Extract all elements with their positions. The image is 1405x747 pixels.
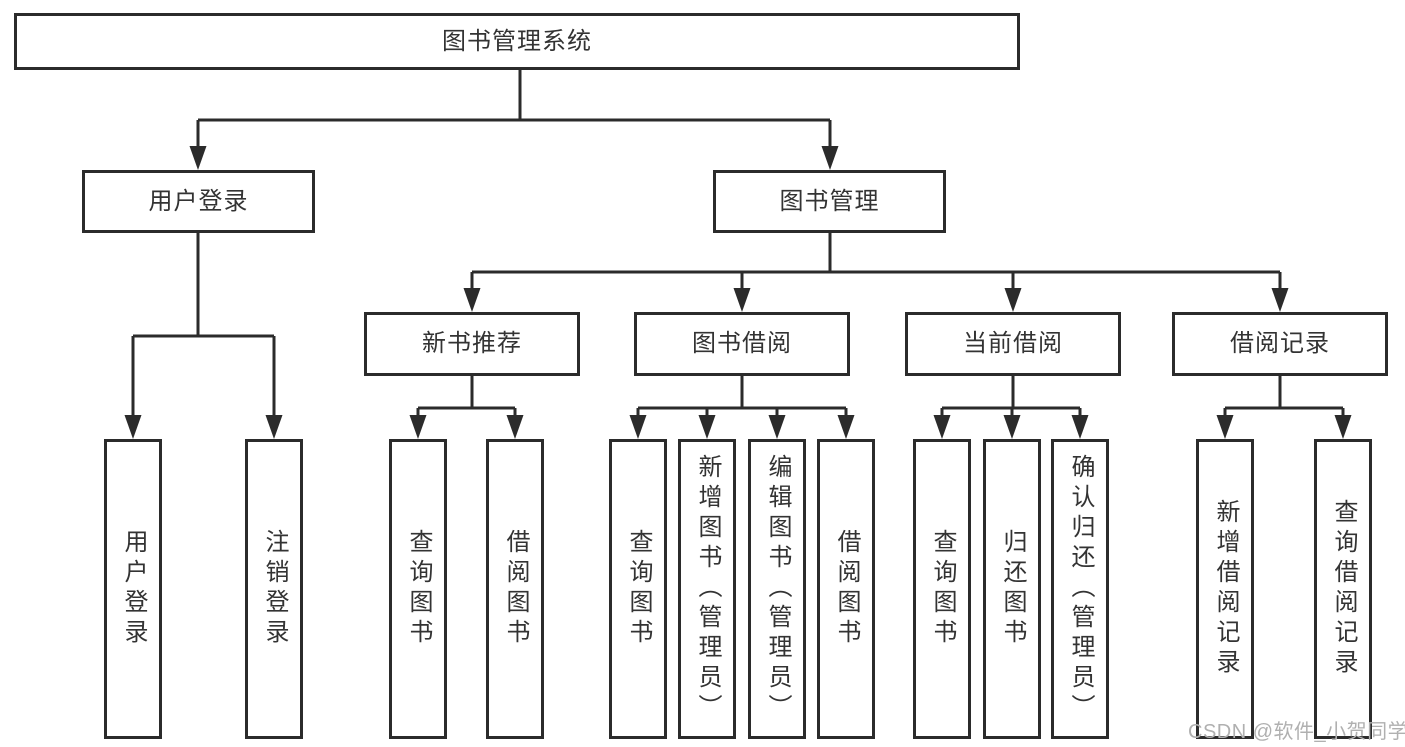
arrowhead-icon [629, 415, 647, 439]
leaf-add-borrow-record: 新增借阅记录 [1196, 439, 1254, 739]
arrowhead-icon [506, 415, 524, 439]
node-new-book-recommend: 新书推荐 [364, 312, 580, 376]
arrowhead-icon [698, 415, 716, 439]
arrowhead-icon [1271, 288, 1289, 312]
arrowhead-icon [1003, 415, 1021, 439]
arrowhead-icon [933, 415, 951, 439]
leaf-confirm-return-admin: 确认归还（管理员） [1051, 439, 1109, 739]
leaf-query-borrow-record: 查询借阅记录 [1314, 439, 1372, 739]
arrowhead-icon [768, 415, 786, 439]
node-current-borrow: 当前借阅 [905, 312, 1121, 376]
arrowhead-icon [1334, 415, 1352, 439]
leaf-query-books-recommend: 查询图书 [389, 439, 447, 739]
arrowhead-icon [1004, 288, 1022, 312]
node-library-system: 图书管理系统 [14, 13, 1020, 70]
arrowhead-icon [409, 415, 427, 439]
leaf-query-books-current: 查询图书 [913, 439, 971, 739]
leaf-return-books: 归还图书 [983, 439, 1041, 739]
arrowhead-icon [821, 146, 839, 170]
connector-path [131, 70, 1345, 417]
leaf-borrow-books-recommend: 借阅图书 [486, 439, 544, 739]
csdn-watermark: CSDN @软件_小贺同学 [1188, 721, 1405, 743]
arrowhead-icon [265, 415, 283, 439]
leaf-borrow-books: 借阅图书 [817, 439, 875, 739]
leaf-add-books-admin: 新增图书（管理员） [678, 439, 736, 739]
leaf-user-login: 用户登录 [104, 439, 162, 739]
arrowheads [124, 146, 1352, 439]
arrowhead-icon [733, 288, 751, 312]
node-book-borrow: 图书借阅 [634, 312, 850, 376]
node-borrow-records: 借阅记录 [1172, 312, 1388, 376]
node-book-management: 图书管理 [713, 170, 946, 233]
node-user-login-branch: 用户登录 [82, 170, 315, 233]
arrowhead-icon [1216, 415, 1234, 439]
leaf-edit-books-admin: 编辑图书（管理员） [748, 439, 806, 739]
arrowhead-icon [837, 415, 855, 439]
leaf-logout: 注销登录 [245, 439, 303, 739]
arrowhead-icon [463, 288, 481, 312]
arrowhead-icon [1071, 415, 1089, 439]
leaf-query-books-borrow: 查询图书 [609, 439, 667, 739]
arrowhead-icon [189, 146, 207, 170]
arrowhead-icon [124, 415, 142, 439]
